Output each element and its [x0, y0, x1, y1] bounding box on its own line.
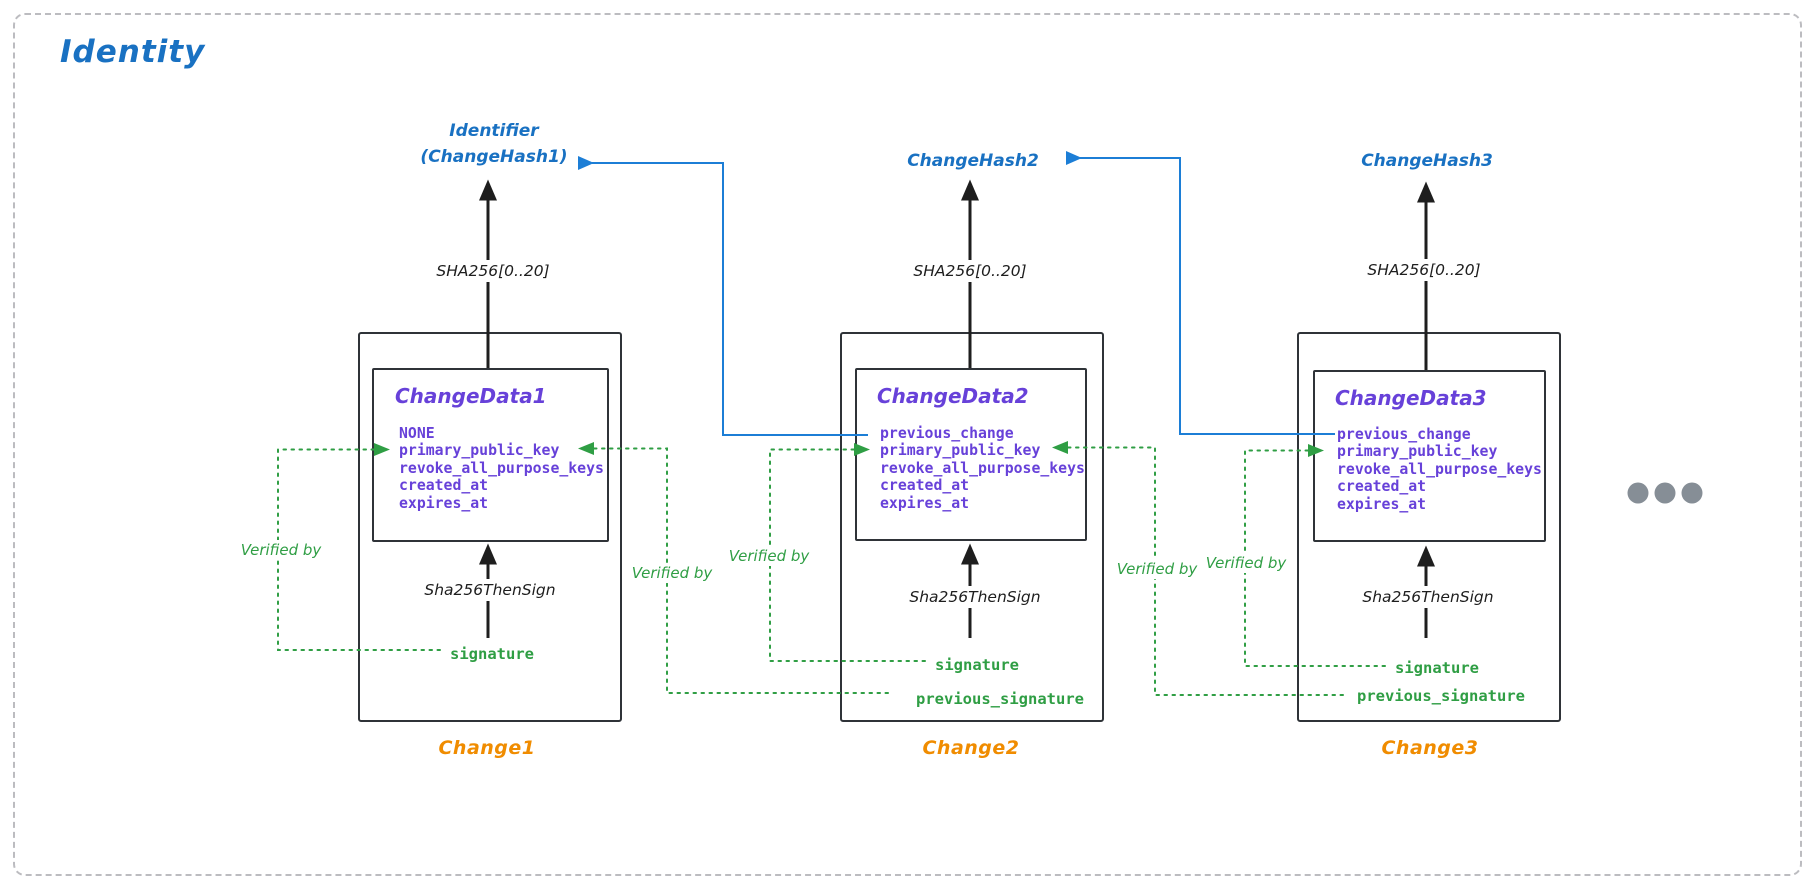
signature-label-1: signature	[446, 645, 538, 663]
canvas-frame	[13, 13, 1802, 876]
changedata1-title: ChangeData1	[395, 384, 547, 408]
field-revoke-all-purpose-keys: revoke_all_purpose_keys	[1337, 460, 1542, 478]
changedata2-box: ChangeData2 previous_change primary_publ…	[855, 368, 1087, 541]
changehash2-label: ChangeHash2	[907, 151, 1039, 171]
changehash1-line: (ChangeHash1)	[420, 147, 568, 167]
diagram-title: Identity	[60, 34, 206, 70]
field-created-at: created_at	[880, 477, 970, 495]
verified-by-label-3: Verified by	[724, 546, 814, 566]
field-revoke-all-purpose-keys: revoke_all_purpose_keys	[399, 459, 604, 477]
hash-function-label-3: SHA256[0..20]	[1362, 259, 1486, 281]
previous-signature-label-2: previous_signature	[912, 690, 1088, 708]
sign-function-label-1: Sha256ThenSign	[419, 579, 561, 601]
field-none: NONE	[399, 425, 435, 442]
changedata3-box: ChangeData3 previous_change primary_publ…	[1313, 370, 1546, 542]
field-previous-change: previous_change	[880, 425, 1014, 442]
field-revoke-all-purpose-keys: revoke_all_purpose_keys	[880, 459, 1085, 477]
change1-name: Change1	[438, 737, 536, 759]
changedata3-title: ChangeData3	[1335, 386, 1487, 410]
previous-signature-label-3: previous_signature	[1353, 687, 1529, 705]
verified-by-label-4: Verified by	[1112, 559, 1202, 579]
field-primary-public-key: primary_public_key	[1337, 443, 1498, 461]
signature-label-3: signature	[1391, 659, 1483, 677]
verified-by-label-1: Verified by	[236, 540, 326, 560]
identifier-line: Identifier	[449, 121, 539, 141]
verified-by-label-2: Verified by	[627, 563, 717, 583]
verified-by-label-5: Verified by	[1201, 553, 1291, 573]
field-primary-public-key: primary_public_key	[399, 442, 560, 460]
field-expires-at: expires_at	[880, 494, 970, 512]
hash-function-label-1: SHA256[0..20]	[431, 260, 555, 282]
hash-function-label-2: SHA256[0..20]	[908, 260, 1032, 282]
field-created-at: created_at	[399, 477, 489, 495]
field-previous-change: previous_change	[1337, 426, 1471, 443]
change2-name: Change2	[922, 737, 1020, 759]
identifier-changehash1-label: Identifier (ChangeHash1)	[420, 118, 567, 170]
changehash3-label: ChangeHash3	[1361, 151, 1493, 171]
field-expires-at: expires_at	[1337, 495, 1427, 513]
field-expires-at: expires_at	[399, 494, 489, 512]
field-created-at: created_at	[1337, 478, 1427, 496]
sign-function-label-3: Sha256ThenSign	[1357, 586, 1499, 608]
changedata2-title: ChangeData2	[877, 384, 1029, 408]
field-primary-public-key: primary_public_key	[880, 442, 1041, 460]
sign-function-label-2: Sha256ThenSign	[904, 586, 1046, 608]
change3-name: Change3	[1381, 737, 1479, 759]
signature-label-2: signature	[931, 656, 1023, 674]
changedata1-box: ChangeData1 NONE primary_public_key revo…	[372, 368, 609, 542]
